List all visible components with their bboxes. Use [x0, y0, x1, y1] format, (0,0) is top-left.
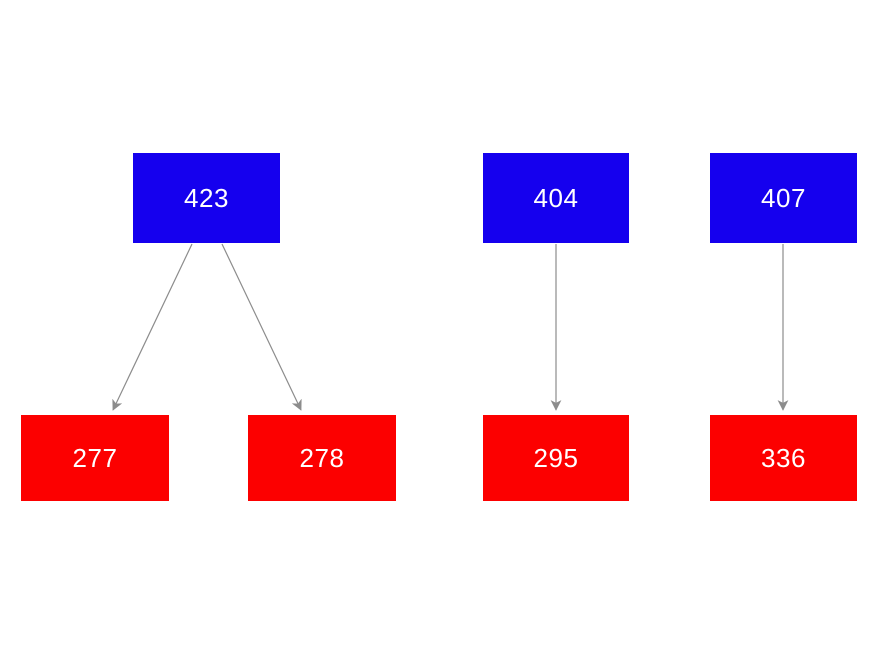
- graph-node-295[interactable]: 295: [483, 415, 629, 501]
- graph-node-278[interactable]: 278: [248, 415, 396, 501]
- graph-node-407[interactable]: 407: [710, 153, 857, 243]
- edges-group: [112, 243, 789, 411]
- graph-node-336[interactable]: 336: [710, 415, 857, 501]
- graph-node-404[interactable]: 404: [483, 153, 629, 243]
- graph-node-423[interactable]: 423: [133, 153, 280, 243]
- graph-node-label: 336: [761, 443, 806, 473]
- graph-node-277[interactable]: 277: [21, 415, 169, 501]
- graph-node-label: 423: [184, 183, 229, 213]
- graph-node-label: 295: [533, 443, 579, 473]
- graph-node-label: 404: [533, 183, 579, 213]
- graph-edge: [221, 243, 302, 411]
- graph-node-label: 277: [72, 443, 118, 473]
- graph-edge: [112, 243, 193, 411]
- graph-node-label: 407: [761, 183, 806, 213]
- graph-node-label: 278: [299, 443, 345, 473]
